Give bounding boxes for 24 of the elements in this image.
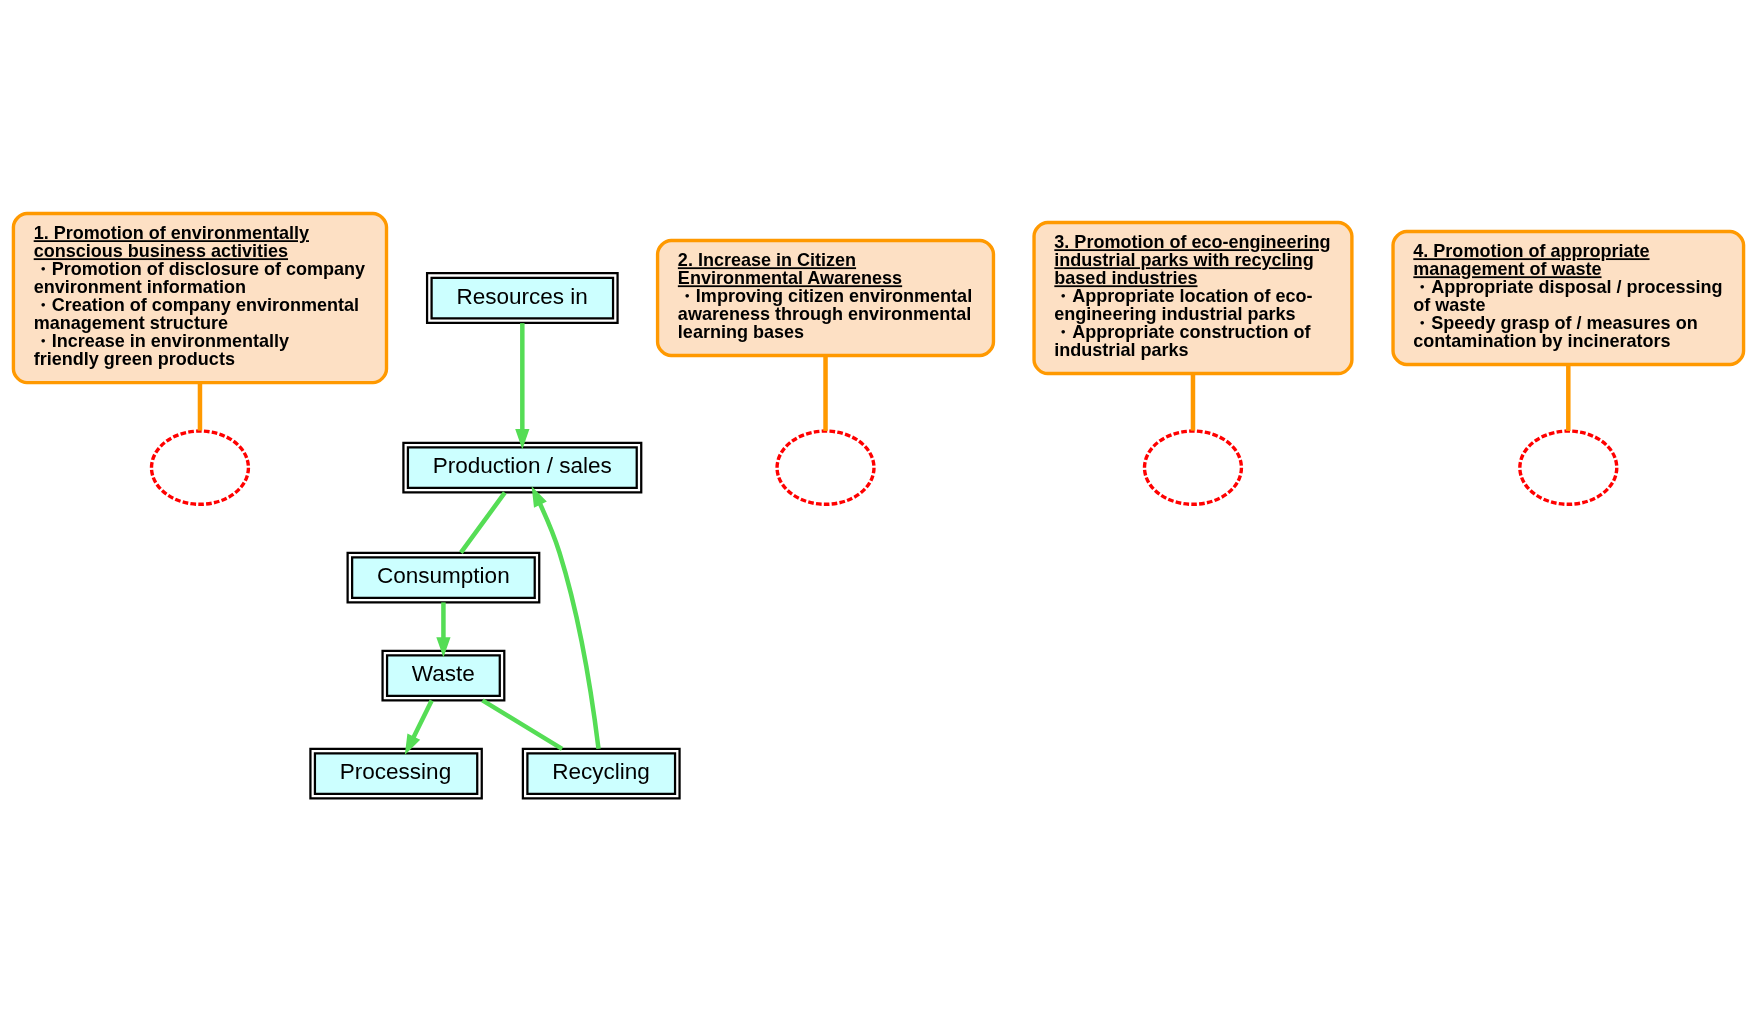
node-circle (775, 428, 876, 506)
node-circle (1142, 428, 1244, 506)
node-box: 3. Promotion of eco-engineering industrial parks with recycling based industries ・Appropriate location of eco-engineering industrial parks ・Appropriate construction of industrial parks (1032, 220, 1354, 375)
node-box: Production / sales (402, 441, 643, 494)
node-circle (1518, 428, 1619, 506)
node-box: Consumption (346, 551, 541, 603)
arrow (515, 322, 530, 449)
node-box: 2. Increase in Citizen Environmental Awareness ・Improving citizen environmental awareness through environmental learning bases (655, 238, 996, 357)
node-box: Processing (309, 747, 483, 800)
node-box: 1. Promotion of environmentally conscious business activities ・Promotion of disclosure of company environment information ・Creation of company environmental management structure ・Increase in environmentally friendly green products (11, 211, 389, 384)
arrow (404, 698, 434, 755)
node-box: Resources in (425, 271, 619, 324)
arrow (531, 485, 601, 749)
connector (823, 355, 828, 431)
arrow (436, 601, 451, 658)
connector (1190, 373, 1196, 431)
node-circle (149, 428, 251, 506)
node-box: Waste (381, 649, 506, 702)
connector (197, 382, 203, 431)
connector (1566, 364, 1571, 431)
connector (481, 698, 564, 751)
connector (459, 490, 507, 554)
node-box: Recycling (521, 747, 681, 800)
node-box: 4. Promotion of appropriate management of waste ・Appropriate disposal / processing of waste ・Speedy grasp of / measures on contamination by incinerators (1391, 229, 1746, 366)
